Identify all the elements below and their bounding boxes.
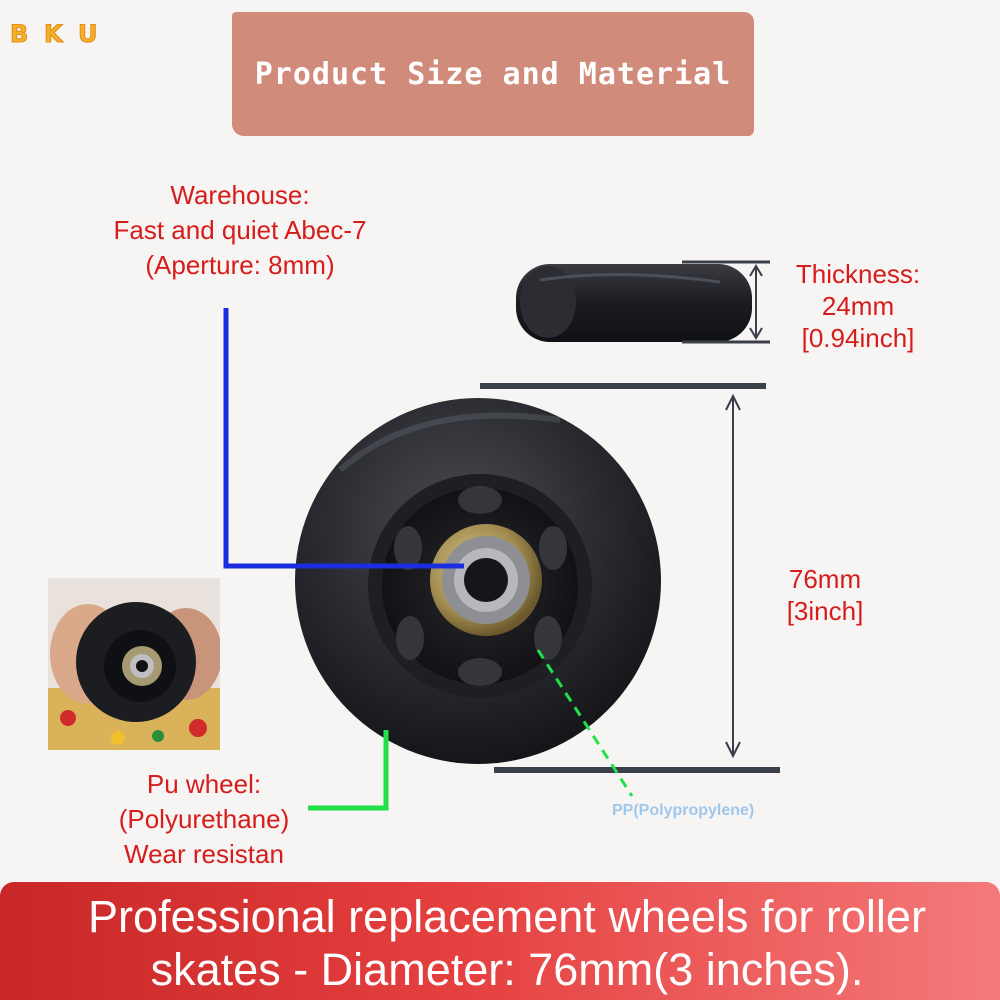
- pu-wheel-label: Pu wheel: (Polyurethane) Wear resistan: [98, 767, 310, 872]
- warehouse-bearing: Fast and quiet Abec-7: [113, 215, 367, 245]
- thickness-mm: 24mm: [821, 291, 895, 321]
- diameter-inch: [3inch]: [786, 596, 864, 626]
- thickness-title: Thickness:: [795, 259, 921, 289]
- thickness-dimension: [682, 260, 770, 344]
- diameter-label: 76mm [3inch]: [770, 563, 880, 627]
- bearing-pointer-line: [223, 308, 464, 569]
- warehouse-aperture: (Aperture: 8mm): [145, 250, 335, 280]
- diameter-mm: 76mm: [788, 564, 862, 594]
- pu-pointer-line: [308, 730, 389, 811]
- thickness-inch: [0.94inch]: [801, 323, 915, 353]
- footer-line-2: skates - Diameter: 76mm(3 inches).: [150, 944, 864, 995]
- inset-wheel-image: [48, 578, 220, 750]
- pp-label: PP(Polypropylene): [612, 802, 755, 819]
- thickness-label: Thickness: 24mm [0.94inch]: [778, 258, 938, 354]
- warehouse-title: Warehouse:: [170, 180, 310, 210]
- logo-letter-k: K: [44, 20, 64, 49]
- inset-photo: [48, 578, 220, 750]
- pu-title: Pu wheel:: [146, 769, 262, 799]
- main-wheel: [295, 398, 661, 764]
- diameter-dimension: [480, 383, 780, 773]
- pu-property: Wear resistan: [124, 839, 284, 869]
- logo-letter-b: B: [9, 20, 29, 49]
- pp-pointer-line: [536, 649, 634, 797]
- footer-line-1: Professional replacement wheels for roll…: [88, 891, 926, 942]
- pu-material: (Polyurethane): [118, 804, 290, 834]
- logo-letter-u: U: [78, 20, 98, 49]
- warehouse-label: Warehouse: Fast and quiet Abec-7 (Apertu…: [80, 178, 400, 283]
- footer-text: Professional replacement wheels for roll…: [22, 890, 992, 996]
- footer-ribbon: Professional replacement wheels for roll…: [0, 882, 1000, 1000]
- brand-logo: B K U: [4, 16, 104, 52]
- banner-title: Product Size and Material: [254, 56, 732, 92]
- title-banner: Product Size and Material: [232, 12, 754, 136]
- side-view-wheel: [516, 264, 752, 342]
